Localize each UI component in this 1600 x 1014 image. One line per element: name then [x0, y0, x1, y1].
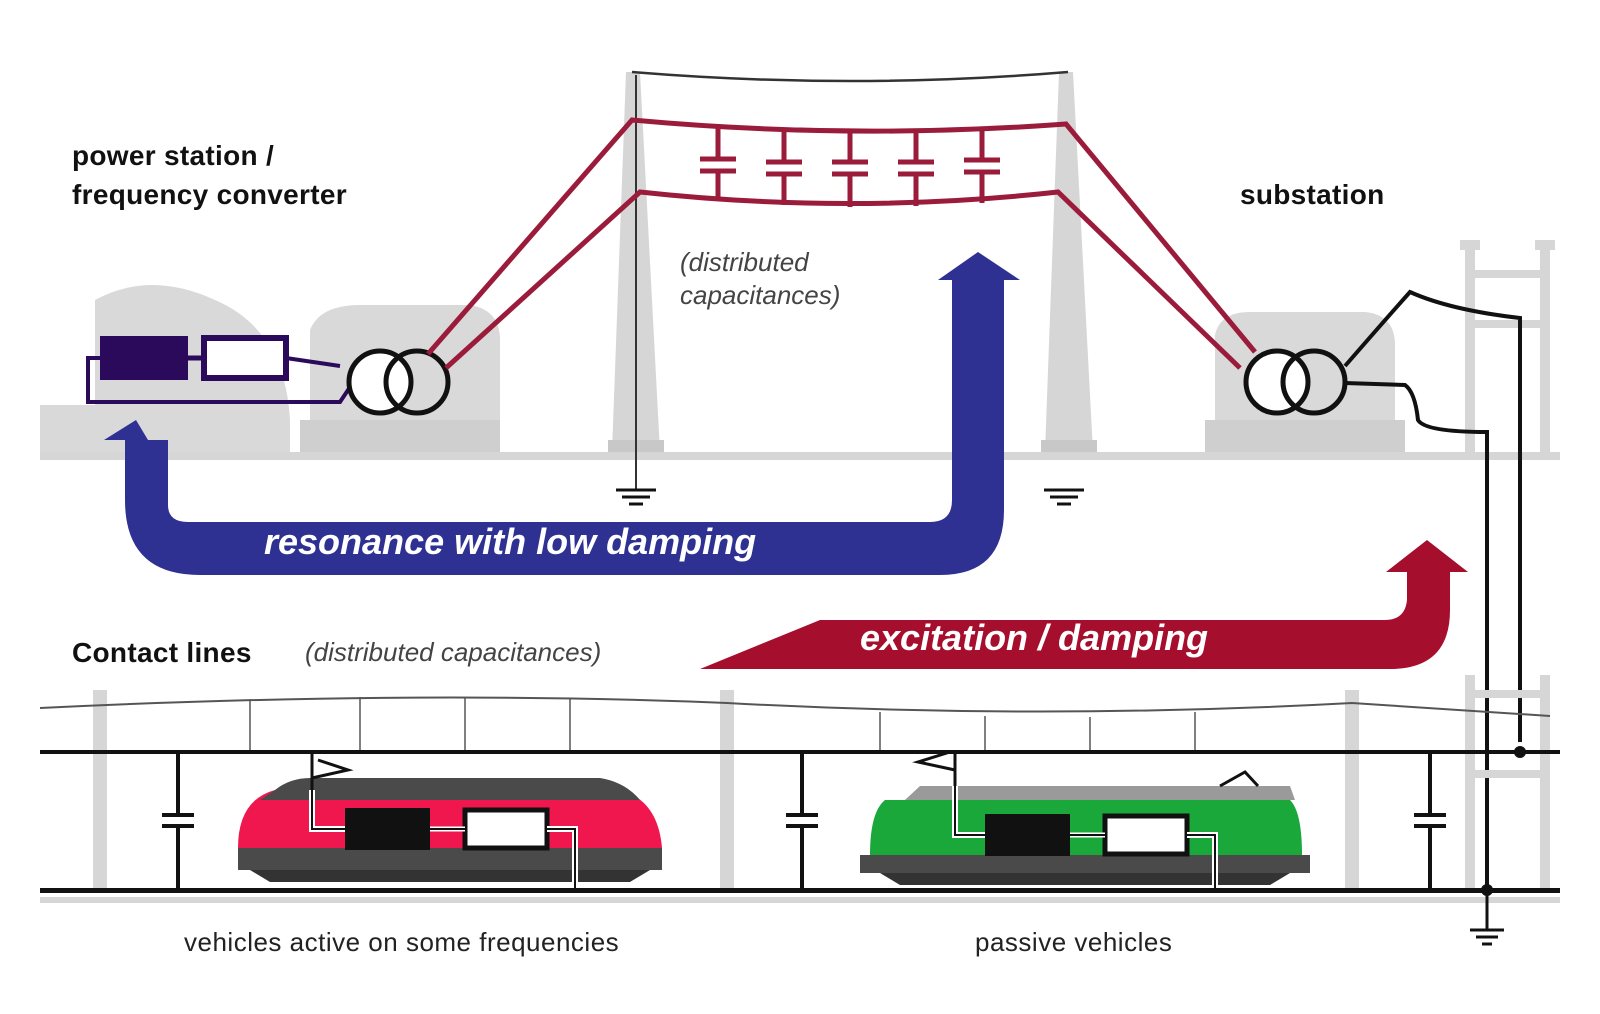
capacitor-icon	[700, 128, 736, 200]
capacitor-icon	[898, 132, 934, 206]
transmission-lines	[426, 117, 1257, 370]
overhead-ground-wire	[631, 70, 1069, 83]
resonance-label: resonance with low damping	[264, 521, 757, 562]
frequency-converter-icon	[86, 335, 354, 404]
substation-equipment	[1205, 240, 1555, 452]
transformer-icon	[1243, 348, 1348, 416]
upper-ground-line	[40, 452, 1560, 460]
ground-icon	[616, 488, 656, 506]
active-vehicles-caption: vehicles active on some frequencies	[184, 927, 620, 957]
ground-icon	[1470, 928, 1504, 946]
excitation-arrow	[700, 540, 1468, 669]
capacitor-icon-group	[162, 754, 1446, 888]
capacitor-icon	[1414, 754, 1446, 888]
contact-lines-label: Contact lines	[72, 637, 252, 668]
passive-vehicles-caption: passive vehicles	[975, 927, 1173, 957]
contact-lines-note: (distributed capacitances)	[305, 637, 602, 667]
pantograph-icon	[310, 752, 354, 790]
locomotive-icon	[238, 752, 662, 888]
pantograph-icon	[912, 750, 957, 786]
distributed-capacitances-note-line2: capacitances)	[680, 280, 841, 310]
frequency-converter-label: frequency converter	[72, 179, 347, 210]
contact-line-system	[39, 675, 1560, 946]
transmission-tower-right	[1041, 72, 1097, 506]
capacitor-icon	[964, 130, 1000, 203]
capacitor-icon-group	[700, 128, 1000, 207]
power-station-label: power station /	[72, 140, 275, 171]
locomotive-icon	[860, 750, 1310, 888]
capacitor-icon	[766, 131, 802, 205]
capacitor-icon	[162, 754, 194, 888]
distributed-capacitances-note-line1: (distributed	[680, 247, 809, 277]
ground-icon	[1044, 488, 1084, 506]
resonance-arrow	[104, 252, 1020, 575]
excitation-label: excitation / damping	[860, 617, 1209, 658]
feeder-cables	[1343, 289, 1522, 890]
transmission-tower-left	[608, 72, 664, 506]
substation-label: substation	[1240, 179, 1385, 210]
transformer-icon	[346, 348, 451, 416]
capacitor-icon	[832, 132, 868, 207]
capacitor-icon	[786, 754, 818, 888]
